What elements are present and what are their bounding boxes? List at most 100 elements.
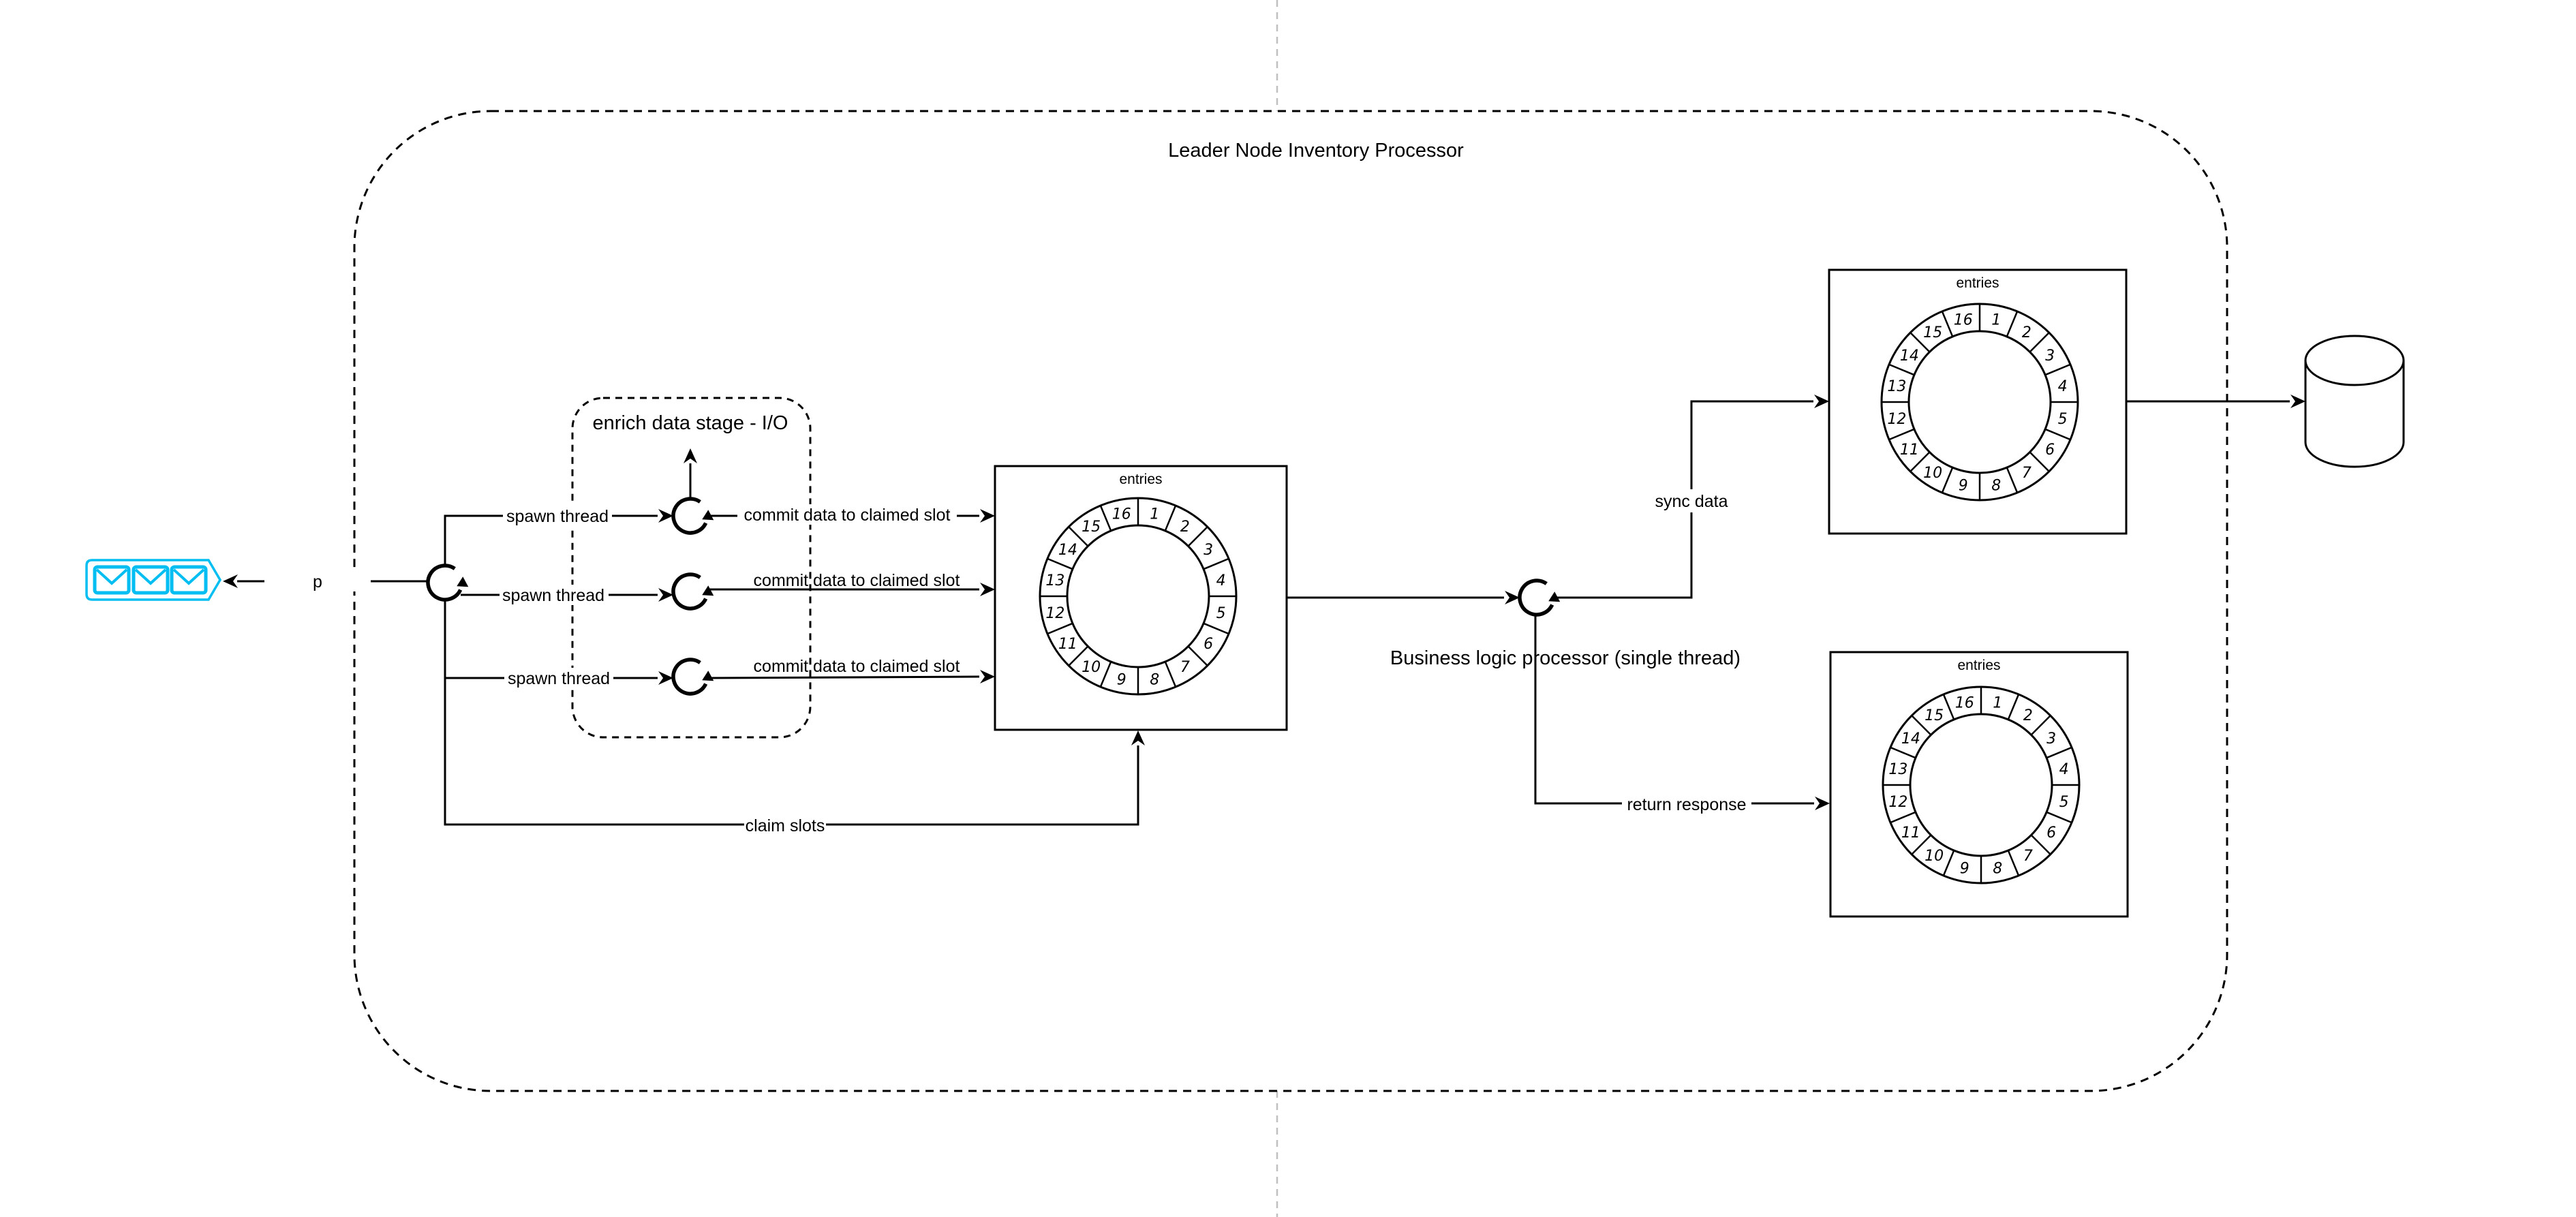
ring-slot[interactable]: 3 [1203,542,1213,559]
ring-slot-divider [1099,661,1112,688]
ring-slot[interactable]: 12 [1045,605,1064,622]
ring-slot[interactable]: 5 [2059,794,2069,811]
ring-slot[interactable]: 6 [1203,636,1213,653]
leader-node-container[interactable] [353,110,2228,1092]
cycle-icon[interactable] [671,497,714,535]
ring-slot[interactable]: 7 [1180,659,1190,676]
ring-slot-divider [1187,526,1208,547]
ring-slot-divider [1047,622,1073,635]
ring-slot[interactable]: 11 [1058,636,1077,653]
cycle-arrowhead [702,585,714,596]
ring-slot[interactable]: 3 [2045,348,2055,365]
ring-slot[interactable]: 14 [1900,348,1919,365]
ring-slot[interactable]: 9 [1117,672,1126,689]
envelope-icon [132,565,170,595]
ring-slot[interactable]: 11 [1900,442,1919,459]
ring-buffer-label: entries [1956,275,1999,291]
envelope-icon [93,565,131,595]
edge-label-pull-message: p [313,572,322,591]
ring-slot[interactable]: 8 [1150,672,1159,689]
ring-slot-divider [2030,834,2051,855]
ring-slot[interactable]: 3 [2046,730,2056,748]
cycle-arrowhead [702,671,714,681]
ring-slot[interactable]: 11 [1901,825,1920,842]
cycle-arc [671,572,708,611]
ring-slot[interactable]: 10 [1082,659,1101,676]
ring-slot[interactable]: 7 [2023,848,2033,865]
ring-slot-divider [1888,428,1915,441]
cycle-arc [1518,579,1554,617]
ring-slot[interactable]: 9 [1959,478,1968,495]
arrowhead [1505,591,1520,604]
ring-slot[interactable]: 2 [2022,324,2031,341]
ring-slot[interactable]: 5 [2058,411,2068,428]
ring-slot-divider [2007,850,2020,876]
ring-slot[interactable]: 4 [1216,572,1226,589]
ring-slot[interactable]: 10 [1923,465,1942,482]
ring-slot-divider [1910,451,1931,472]
ring-slot[interactable]: 15 [1925,707,1944,724]
ring-slot[interactable]: 8 [1993,861,2002,878]
ring-slot[interactable]: 13 [1888,761,1907,778]
cycle-arc [671,497,708,535]
ring-slot[interactable]: 12 [1887,411,1906,428]
ring-slot[interactable]: 16 [1955,694,1974,711]
database-icon[interactable] [2304,335,2405,468]
container-title: Leader Node Inventory Processor [1168,140,1464,161]
cycle-arc [426,564,463,602]
ring-slot[interactable]: 14 [1058,542,1077,559]
ring-slot[interactable]: 13 [1045,572,1064,589]
ring-slot[interactable]: 9 [1960,861,1969,878]
ring-slot[interactable]: 13 [1887,378,1906,395]
ring-slot-divider [1203,557,1229,570]
ring-inner [1066,524,1210,668]
ring-slot[interactable]: 4 [2058,378,2068,395]
enrich-stage-title: enrich data stage - I/O [593,412,788,434]
cycle-icon[interactable] [671,572,714,611]
enrich-stage-group[interactable] [571,397,812,739]
ring-slot[interactable]: 2 [2023,707,2033,724]
ring-slot[interactable]: 15 [1923,324,1942,341]
ring-slot[interactable]: 1 [1991,311,2001,328]
message-queue-icon[interactable] [85,559,222,601]
cycle-arrowhead [702,510,714,521]
ring-slot-divider [1187,645,1208,666]
ring-slot-divider [1068,526,1089,547]
edge-labels: p spawn thread spawn thread spawn thread… [264,489,1751,835]
edge-return-response[interactable] [1534,615,1814,805]
arrowhead [980,509,995,523]
ring-slot-divider [1068,645,1089,666]
ring-slot[interactable]: 7 [2022,465,2031,482]
ring-slot[interactable]: 5 [1216,605,1226,622]
ring-slot[interactable]: 1 [1993,694,2002,711]
edge-label-commit: commit data to claimed slot [744,506,951,525]
edge-commit-3[interactable] [708,675,980,679]
ring-slot[interactable]: 16 [1112,506,1131,523]
arrowhead [1814,395,1829,408]
ring-slot-divider [2044,363,2071,376]
ring-slot[interactable]: 10 [1925,848,1944,865]
cycle-arrowhead [1548,591,1561,602]
ring-slot[interactable]: 6 [2045,442,2055,459]
cycle-icon[interactable] [426,564,469,602]
ring-slot[interactable]: 12 [1888,794,1907,811]
ring-slot[interactable]: 1 [1150,506,1159,523]
ring-slot[interactable]: 8 [1991,478,2001,495]
cycle-icon[interactable] [671,658,714,696]
ring-slot[interactable]: 15 [1082,519,1101,536]
cycle-icon[interactable] [1518,579,1561,617]
arrowhead [658,671,673,685]
ring-slot[interactable]: 14 [1901,730,1920,748]
ring-slot-divider [1942,850,1955,876]
ring-slot[interactable]: 2 [1180,519,1190,536]
ring-slot[interactable]: 4 [2059,761,2069,778]
ring-slot[interactable]: 16 [1954,311,1973,328]
ring-slot[interactable]: 6 [2046,825,2056,842]
ring-slot-divider [1910,332,1931,353]
ring-slot-divider [1941,311,1954,337]
envelope-icon [170,565,208,595]
